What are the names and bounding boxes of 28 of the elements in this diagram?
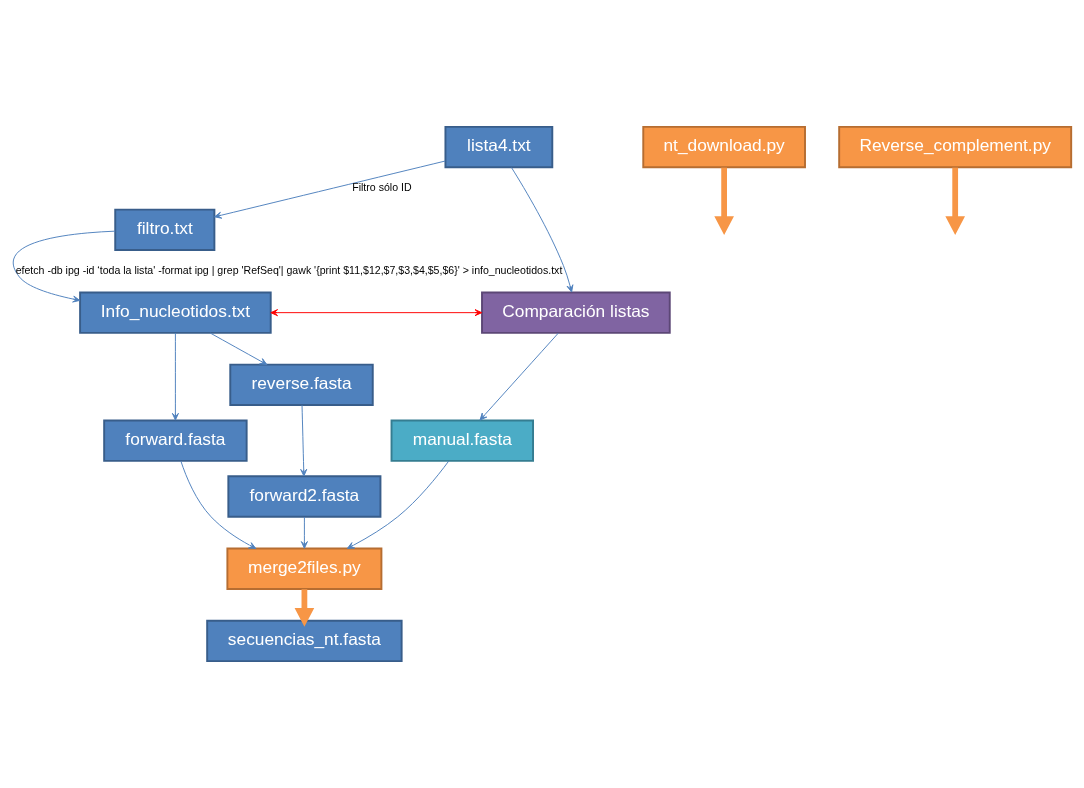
node-box: forward.fasta [103, 419, 248, 462]
node-box: filtro.txt [114, 208, 216, 252]
arrow [214, 160, 446, 219]
arrow [180, 460, 257, 549]
node-box: merge2files.py [226, 547, 383, 590]
node-box: Info_nucleotidos.txt [79, 291, 272, 334]
edge-label: efetch -db ipg -id ‘toda la lista' -format ipg | grep 'RefSeq'| gawk '{print $11,$12,$7,$3,$4,$5,$6}' > info_nucleotidos.txt [15, 263, 563, 276]
arrow [300, 516, 308, 549]
node-box: secuencias_nt.fasta [206, 619, 403, 663]
arrow [945, 167, 965, 235]
node-box: Comparación listas [481, 291, 671, 334]
arrow [479, 332, 559, 421]
arrow [270, 309, 483, 317]
arrow [294, 589, 315, 627]
arrow [209, 332, 268, 366]
node-box: reverse.fasta [229, 363, 374, 407]
arrow [346, 460, 450, 549]
node-box: nt_download.py [642, 125, 806, 169]
arrow [171, 332, 179, 421]
arrow [300, 404, 308, 477]
arrow [12, 230, 116, 303]
arrow [714, 167, 734, 235]
node-box: forward2.fasta [227, 475, 382, 518]
node-box: Reverse_complement.py [838, 125, 1073, 169]
arrow [511, 167, 574, 293]
node-box: lista4.txt [444, 125, 554, 169]
node-box: manual.fasta [390, 419, 534, 462]
edge-label: Filtro sólo ID [352, 181, 412, 194]
